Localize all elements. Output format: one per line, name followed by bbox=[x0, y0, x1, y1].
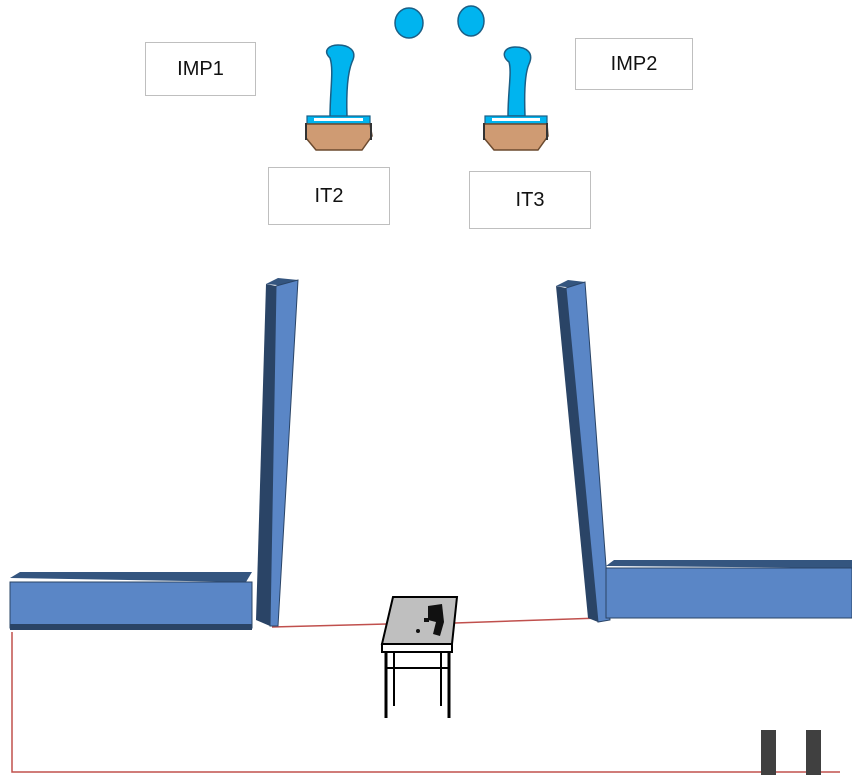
rope-line bbox=[11, 617, 840, 773]
gun-icon bbox=[416, 604, 444, 636]
label-it2: IT2 bbox=[268, 167, 390, 225]
label-it3: IT3 bbox=[469, 171, 591, 229]
label-it2-text: IT2 bbox=[314, 184, 344, 207]
left-horizontal-wall bbox=[9, 572, 253, 630]
label-it3-text: IT3 bbox=[515, 188, 545, 211]
left-vertical-wall bbox=[256, 278, 299, 627]
table-icon bbox=[380, 596, 459, 718]
right-horizontal-wall bbox=[605, 560, 852, 619]
label-imp1-text: IMP1 bbox=[177, 57, 224, 80]
player-icon bbox=[305, 44, 373, 151]
right-vertical-wall bbox=[556, 280, 611, 623]
post-icon bbox=[761, 730, 776, 775]
label-imp1: IMP1 bbox=[145, 42, 256, 96]
label-imp2: IMP2 bbox=[575, 38, 693, 90]
post-icon bbox=[806, 730, 821, 775]
ball-icon bbox=[457, 5, 485, 37]
label-imp2-text: IMP2 bbox=[610, 52, 658, 75]
player-icon bbox=[483, 46, 549, 151]
ball-icon bbox=[394, 7, 424, 39]
